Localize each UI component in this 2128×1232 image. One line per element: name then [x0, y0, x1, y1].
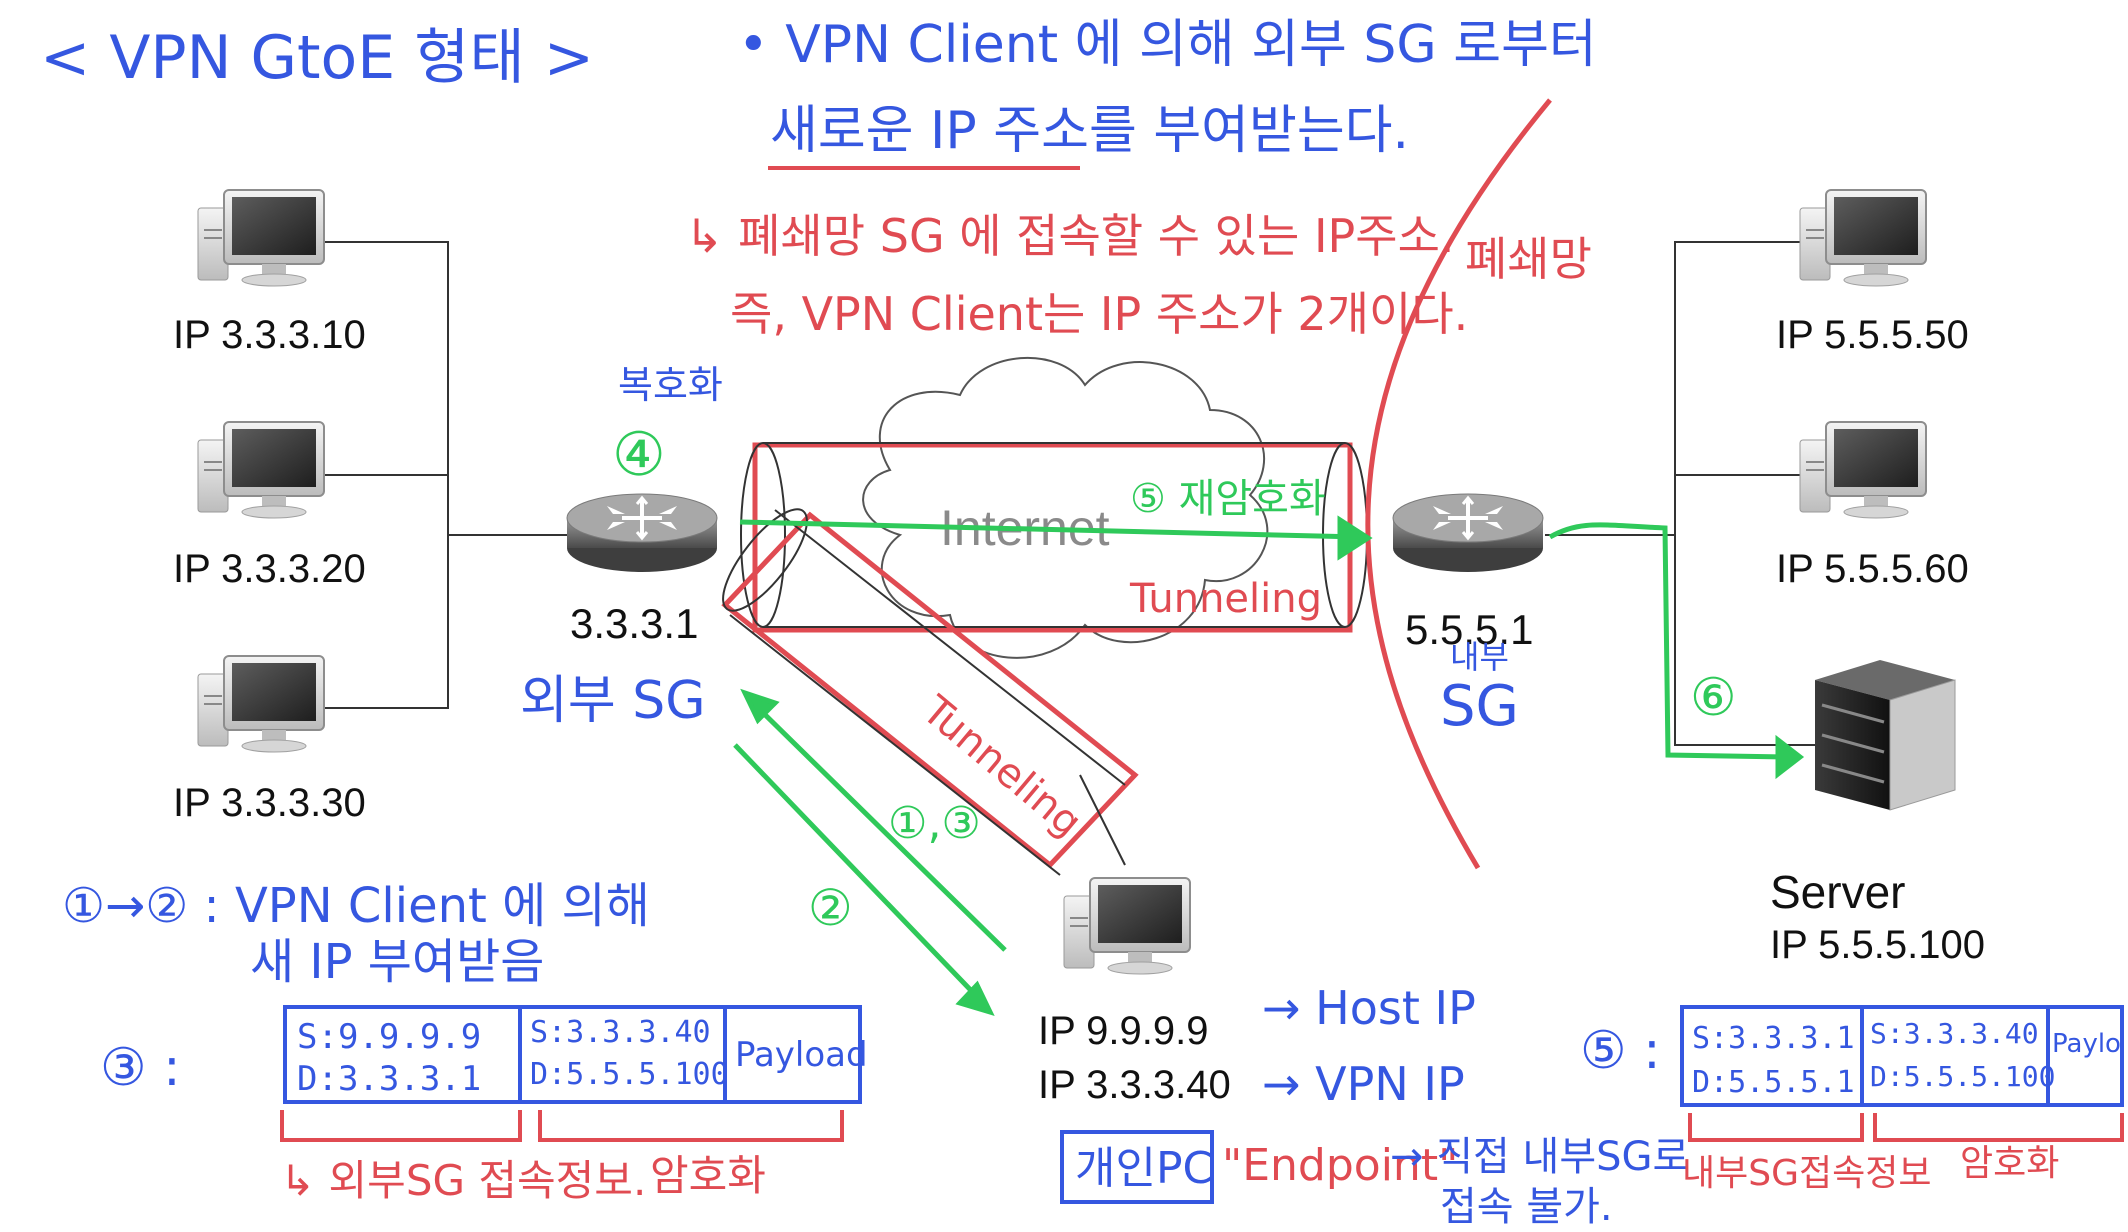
client-host-ip-note: → Host IP — [1262, 981, 1476, 1035]
legend-line-1: ①→② : VPN Client 에 의해 — [62, 878, 650, 934]
internal-sg-ip: 5.5.5.1 — [1405, 606, 1533, 653]
closed-network-boundary — [1365, 98, 1552, 870]
step-4: ④ — [612, 420, 666, 490]
server: Server IP 5.5.5.100 — [1770, 660, 1985, 967]
packet-5-outer-dst: D:5.5.5.1 — [1692, 1065, 1855, 1100]
packet-3-payload: Payload — [735, 1035, 868, 1075]
computer-icon — [197, 421, 325, 519]
internal-sg: 5.5.5.1 내부 SG — [1391, 492, 1545, 739]
server-ip: IP 5.5.5.100 — [1770, 923, 1985, 967]
computer-icon — [1799, 189, 1927, 287]
server-icon — [1815, 660, 1956, 811]
diagram-title: < VPN GtoE 형태 > — [40, 23, 594, 93]
legend-line-2: 새 IP 부여받음 — [250, 934, 544, 990]
packet-3-inner-src: S:3.3.3.40 — [530, 1015, 711, 1050]
computer-icon — [1799, 421, 1927, 519]
packet-3-note-outer: ↳ 외부SG 접속정보. — [280, 1156, 646, 1205]
right-host-1: IP 5.5.5.50 — [1776, 189, 1969, 357]
note-line-1: • VPN Client 에 의해 외부 SG 로부터 — [738, 15, 1597, 75]
step-6: ⑥ — [1690, 668, 1737, 728]
packet-3-outer-dst: D:3.3.3.1 — [297, 1059, 481, 1099]
client-box-label: 개인PC — [1075, 1143, 1213, 1194]
packet-3-note-inner: 암호화 — [650, 1151, 766, 1200]
left-host-3: IP 3.3.3.30 — [173, 655, 366, 825]
computer-icon — [197, 655, 325, 753]
left-host-ip: IP 3.3.3.20 — [173, 547, 366, 591]
router-icon — [565, 492, 719, 574]
client-box — [1060, 1130, 1214, 1204]
client-vpn-ip: IP 3.3.3.40 — [1038, 1063, 1231, 1107]
packet-5-inner-src: S:3.3.3.40 — [1870, 1017, 2039, 1050]
right-lan-wiring — [1545, 241, 1820, 746]
right-host-2: IP 5.5.5.60 — [1776, 421, 1969, 591]
client-endpoint-note-2: 접속 불가. — [1440, 1184, 1613, 1230]
packet-3-label: ③ : — [100, 1038, 181, 1098]
packet-5: S:3.3.3.1 D:5.5.5.1 S:3.3.3.40 D:5.5.5.1… — [1680, 1005, 2124, 1107]
tunnel-diagonal — [721, 508, 1139, 876]
client-endpoint-note-1: → 직접 내부SG로 — [1390, 1134, 1689, 1180]
packet-5-payload: Paylo — [2052, 1029, 2121, 1059]
client-vpn-ip-note: → VPN IP — [1262, 1057, 1465, 1111]
packet-5-note-outer: 내부SG접속정보 — [1682, 1153, 1931, 1194]
left-host-1: IP 3.3.3.10 — [173, 189, 366, 357]
note-line-4: 즉, VPN Client는 IP 주소가 2개이다. — [730, 287, 1468, 341]
packet-3-outer-src: S:9.9.9.9 — [297, 1017, 481, 1057]
external-sg-ip: 3.3.3.1 — [570, 600, 698, 647]
packet-5-label: ⑤ : — [1580, 1021, 1661, 1081]
computer-icon — [1063, 877, 1191, 975]
step-5-label: ⑤ 재암호화 — [1130, 476, 1326, 522]
internal-sg-label-top: 내부 — [1450, 638, 1509, 676]
flow-arrows — [733, 515, 1805, 1017]
packet-5-outer-src: S:3.3.3.1 — [1692, 1021, 1855, 1056]
left-host-ip: IP 3.3.3.10 — [173, 313, 366, 357]
packet-3-inner-dst: D:5.5.5.100 — [530, 1057, 729, 1092]
packet-5-brackets — [1688, 1113, 2124, 1142]
packet-3-brackets — [280, 1110, 844, 1142]
left-lan-wiring — [322, 241, 570, 709]
note-line-2: 새로운 IP 주소를 부여받는다. — [770, 101, 1409, 161]
external-sg-label: 외부 SG — [520, 671, 706, 731]
packet-3: S:9.9.9.9 D:3.3.3.1 S:3.3.3.40 D:5.5.5.1… — [283, 1005, 868, 1104]
server-name: Server — [1770, 866, 1905, 918]
step-2: ② — [808, 879, 853, 937]
vpn-client: IP 9.9.9.9 IP 3.3.3.40 → Host IP → VPN I… — [1038, 877, 1689, 1230]
router-icon — [1391, 492, 1545, 574]
closed-network-label: 폐쇄망 — [1465, 232, 1592, 286]
packet-5-note-inner: 암호화 — [1960, 1143, 2059, 1184]
computer-icon — [197, 189, 325, 287]
internal-sg-label: SG — [1440, 674, 1519, 739]
step-4-note: 복호화 — [618, 363, 723, 407]
note-line-3: ↳ 폐쇄망 SG 에 접속할 수 있는 IP주소. — [685, 209, 1455, 263]
internet-cloud: Internet — [862, 356, 1269, 659]
left-host-ip: IP 3.3.3.30 — [173, 781, 366, 825]
external-sg: 3.3.3.1 외부 SG 복호화 ④ — [520, 363, 723, 731]
right-host-ip: IP 5.5.5.60 — [1776, 547, 1969, 591]
client-host-ip: IP 9.9.9.9 — [1038, 1009, 1209, 1053]
left-host-2: IP 3.3.3.20 — [173, 421, 366, 591]
client-endpoint: "Endpoint" — [1222, 1140, 1458, 1191]
packet-5-inner-dst: D:5.5.5.100 — [1870, 1060, 2055, 1093]
step-1-3: ①,③ — [888, 798, 981, 849]
right-host-ip: IP 5.5.5.50 — [1776, 313, 1969, 357]
tunnel-label-top: Tunneling — [1129, 576, 1322, 622]
